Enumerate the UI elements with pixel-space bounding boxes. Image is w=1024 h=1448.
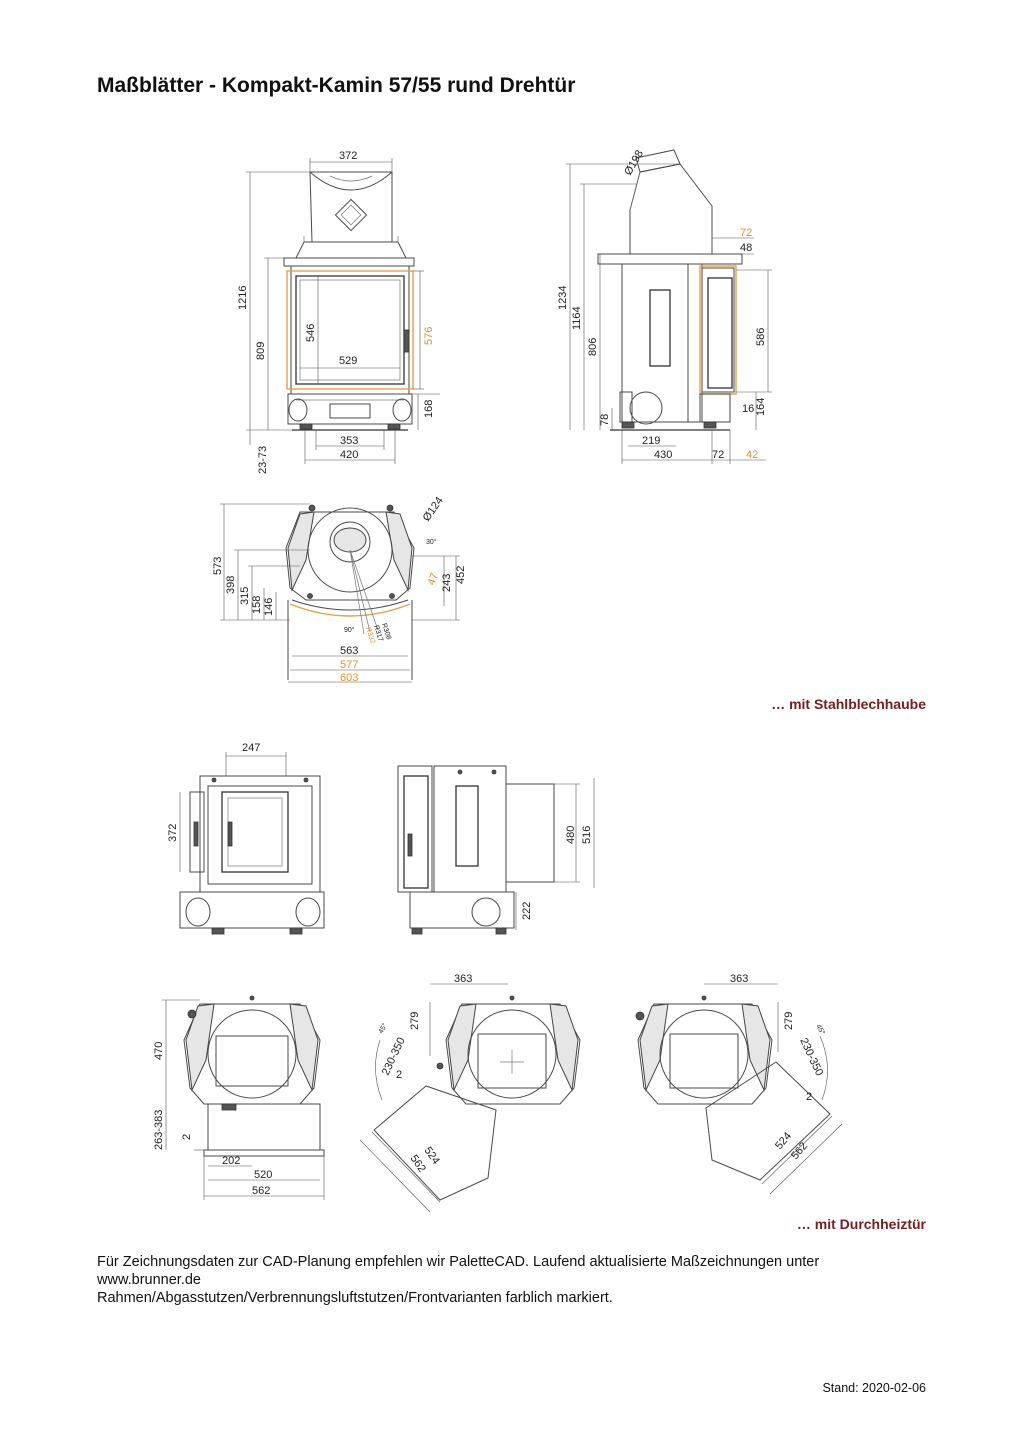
dim-text: 263-383 [153, 1110, 165, 1150]
dim-text: 562 [252, 1185, 270, 1197]
dim-text: 2 [396, 1069, 402, 1081]
dim-text: 353 [340, 435, 358, 447]
dim-text: 222 [521, 902, 533, 920]
dim-text: 372 [339, 150, 357, 162]
dim-text: R308 [380, 622, 392, 640]
dim-text-orange: 577 [340, 659, 358, 671]
top-view-drawing: Ø124 30° 573 398 315 158 146 243 452 47 … [212, 495, 467, 684]
dim-text: 279 [783, 1012, 795, 1030]
dim-text: 243 [441, 574, 453, 592]
footer-link[interactable]: www.brunner.de [97, 1272, 201, 1288]
dim-text: 520 [254, 1169, 272, 1181]
dim-text: 809 [255, 342, 267, 360]
dt-top2-drawing: 363 279 45° 230-350 2 524 562 [359, 973, 581, 1213]
dim-text: 230-350 [380, 1036, 408, 1078]
dim-text: 363 [730, 973, 748, 985]
dim-text: 420 [340, 449, 358, 461]
footer-line: Für Zeichnungsdaten zur CAD-Planung empf… [97, 1254, 820, 1270]
dim-text: 2 [181, 1134, 193, 1140]
dim-text-orange: 72 [740, 227, 752, 239]
dim-text: 247 [242, 742, 260, 754]
dim-text: 315 [239, 587, 251, 605]
dim-text: 230-350 [797, 1036, 825, 1078]
side-view-drawing: Ø198 1234 1164 806 78 72 48 586 16 164 2… [557, 148, 772, 464]
dim-text: 146 [263, 598, 275, 616]
dim-text: 202 [222, 1155, 240, 1167]
dim-text: 430 [654, 449, 672, 461]
dt-top3-drawing: 363 279 45° 230-350 2 524 562 [635, 973, 843, 1195]
dim-text: 23-73 [257, 446, 269, 474]
dim-text: 1216 [237, 286, 249, 310]
dim-text: 48 [740, 242, 752, 254]
dim-text: 470 [153, 1042, 165, 1060]
dim-text: 398 [225, 576, 237, 594]
dim-text: 452 [455, 566, 467, 584]
section-label-stahlblechhaube: … mit Stahlblechhaube [771, 696, 926, 712]
dim-text: Ø198 [622, 148, 646, 177]
page-title: Maßblätter - Kompakt-Kamin 57/55 rund Dr… [97, 74, 576, 97]
dim-text: 158 [251, 596, 263, 614]
dim-text-orange: 42 [746, 449, 758, 461]
footer-line: Rahmen/Abgasstutzen/Verbrennungsluftstut… [97, 1290, 613, 1306]
dim-text: 279 [409, 1012, 421, 1030]
dim-text: 90° [344, 626, 355, 634]
dim-text: 562 [789, 1140, 810, 1162]
dim-text-orange: 603 [340, 672, 358, 684]
dim-text: 563 [340, 645, 358, 657]
dim-text: 30° [426, 538, 437, 546]
dim-text: 1164 [571, 306, 583, 330]
dim-text: 16 [742, 403, 754, 415]
dim-text: 2 [806, 1091, 812, 1103]
dt-front-drawing: 247 372 [167, 742, 325, 935]
dim-text: 480 [565, 826, 577, 844]
dim-text: 219 [642, 435, 660, 447]
dim-text: 363 [454, 973, 472, 985]
section-label-durchheiztuer: … mit Durchheiztür [796, 1216, 926, 1232]
dim-text: R317 [372, 624, 384, 642]
front-view-drawing: 372 1216 809 546 529 576 168 23-73 353 4… [237, 150, 440, 474]
dim-text: 372 [167, 824, 179, 842]
dim-text: 516 [581, 826, 593, 844]
dim-text: 164 [755, 398, 767, 416]
dim-text: 78 [599, 414, 611, 426]
dim-text: 45° [814, 1023, 826, 1036]
dim-text: 168 [423, 400, 435, 418]
dim-text: 806 [587, 338, 599, 356]
dim-text-orange: 47 [426, 571, 441, 587]
dim-text-orange: 576 [423, 327, 435, 345]
dim-text: 546 [305, 324, 317, 342]
dim-text: 529 [339, 355, 357, 367]
dt-side-drawing: 480 516 222 [397, 765, 595, 935]
dim-text: 573 [212, 557, 224, 575]
dim-text: 72 [712, 449, 724, 461]
stand-date: Stand: 2020-02-06 [822, 1381, 926, 1395]
dim-text: 1234 [557, 286, 569, 310]
footer-notes: Für Zeichnungsdaten zur CAD-Planung empf… [97, 1253, 917, 1307]
dim-text: 586 [755, 328, 767, 346]
dim-text: Ø124 [421, 495, 446, 524]
dim-text: 45° [377, 1022, 389, 1035]
dt-top1-drawing: 470 263-383 2 202 520 562 [153, 995, 325, 1200]
dim-text: 524 [773, 1130, 794, 1152]
dim-text: R332 [364, 626, 376, 644]
